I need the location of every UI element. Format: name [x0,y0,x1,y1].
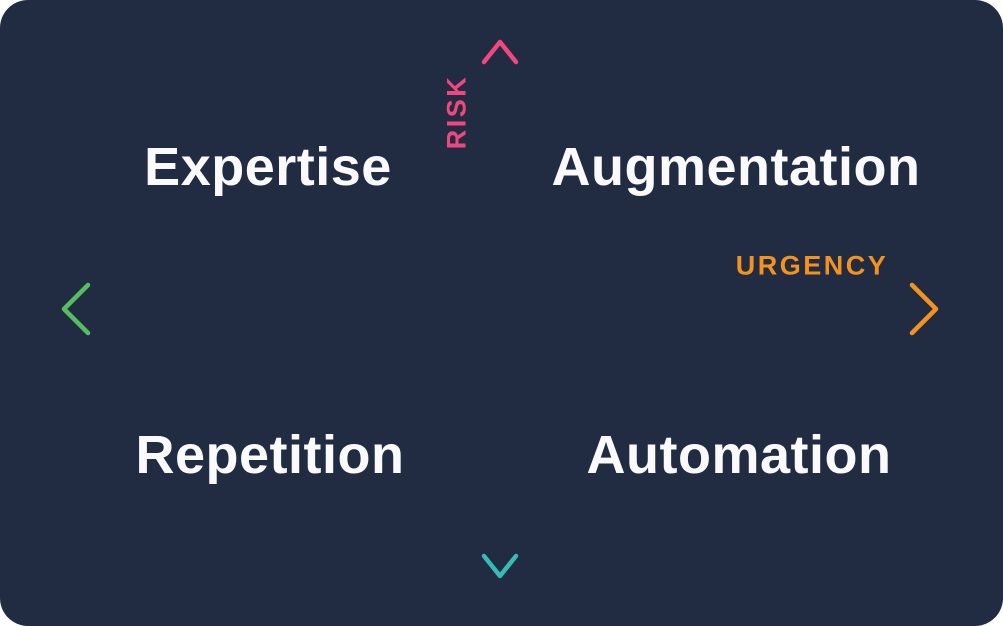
left-arrowhead-icon [61,282,91,336]
up-arrowhead-icon [481,39,519,65]
urgency-axis-label: URGENCY [735,250,889,281]
quadrant-label-augmentation: Augmentation [551,137,921,197]
quadrant-label-expertise: Expertise [144,137,392,197]
right-arrowhead-icon [909,282,939,336]
down-arrowhead-icon [481,553,519,579]
quadrant-label-repetition: Repetition [135,425,405,485]
quadrant-label-automation: Automation [586,425,892,485]
risk-axis-label: RISK [441,74,472,150]
